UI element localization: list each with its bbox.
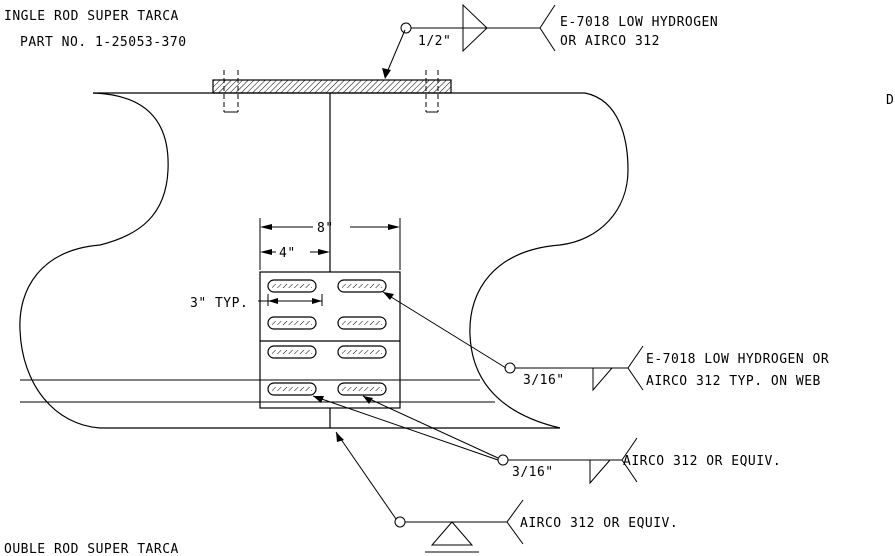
edge-letter: D xyxy=(886,93,894,108)
slot-weld xyxy=(267,382,317,396)
slot-weld xyxy=(267,279,317,293)
weld-top-note-line2: OR AIRCO 312 xyxy=(560,34,660,49)
dimension-4in-label: 4" xyxy=(279,246,296,261)
dimension-8in xyxy=(259,218,401,270)
weld-web-note-line2: AIRCO 312 TYP. ON WEB xyxy=(646,374,821,389)
slot-weld xyxy=(337,279,387,293)
weld-top-note-line1: E-7018 LOW HYDROGEN xyxy=(560,15,718,30)
top-plate xyxy=(212,70,452,113)
slot-welds xyxy=(267,279,387,396)
beam-outline xyxy=(19,92,629,429)
weld-web-size: 3/16" xyxy=(523,373,565,388)
weld-slots-size: 3/16" xyxy=(512,465,554,480)
slot-weld xyxy=(267,316,317,330)
dimension-4in xyxy=(260,249,330,255)
weld-symbol-bottom xyxy=(335,431,524,553)
weld-web-note-line1: E-7018 LOW HYDROGEN OR xyxy=(646,352,829,367)
slot-weld xyxy=(267,345,317,359)
slot-weld xyxy=(337,316,387,330)
title-single-rod: INGLE ROD SUPER TARCA xyxy=(4,9,179,24)
dimension-slot-typ-label: 3" TYP. xyxy=(190,296,248,311)
weld-bottom-note: AIRCO 312 OR EQUIV. xyxy=(520,516,678,531)
part-number: PART NO. 1-25053-370 xyxy=(20,35,187,50)
weld-symbol-web xyxy=(382,291,644,392)
weld-top-size: 1/2" xyxy=(418,34,451,49)
slot-weld xyxy=(337,345,387,359)
dimension-8in-label: 8" xyxy=(317,221,334,236)
dimension-slot-length xyxy=(258,294,323,306)
slot-weld xyxy=(337,382,387,396)
weld-slots-note: AIRCO 312 OR EQUIV. xyxy=(623,454,781,469)
weld-symbol-slots xyxy=(312,395,638,485)
web-plate xyxy=(259,271,401,409)
weld-symbol-top xyxy=(382,3,556,79)
title-double-rod: OUBLE ROD SUPER TARCA xyxy=(4,542,179,556)
